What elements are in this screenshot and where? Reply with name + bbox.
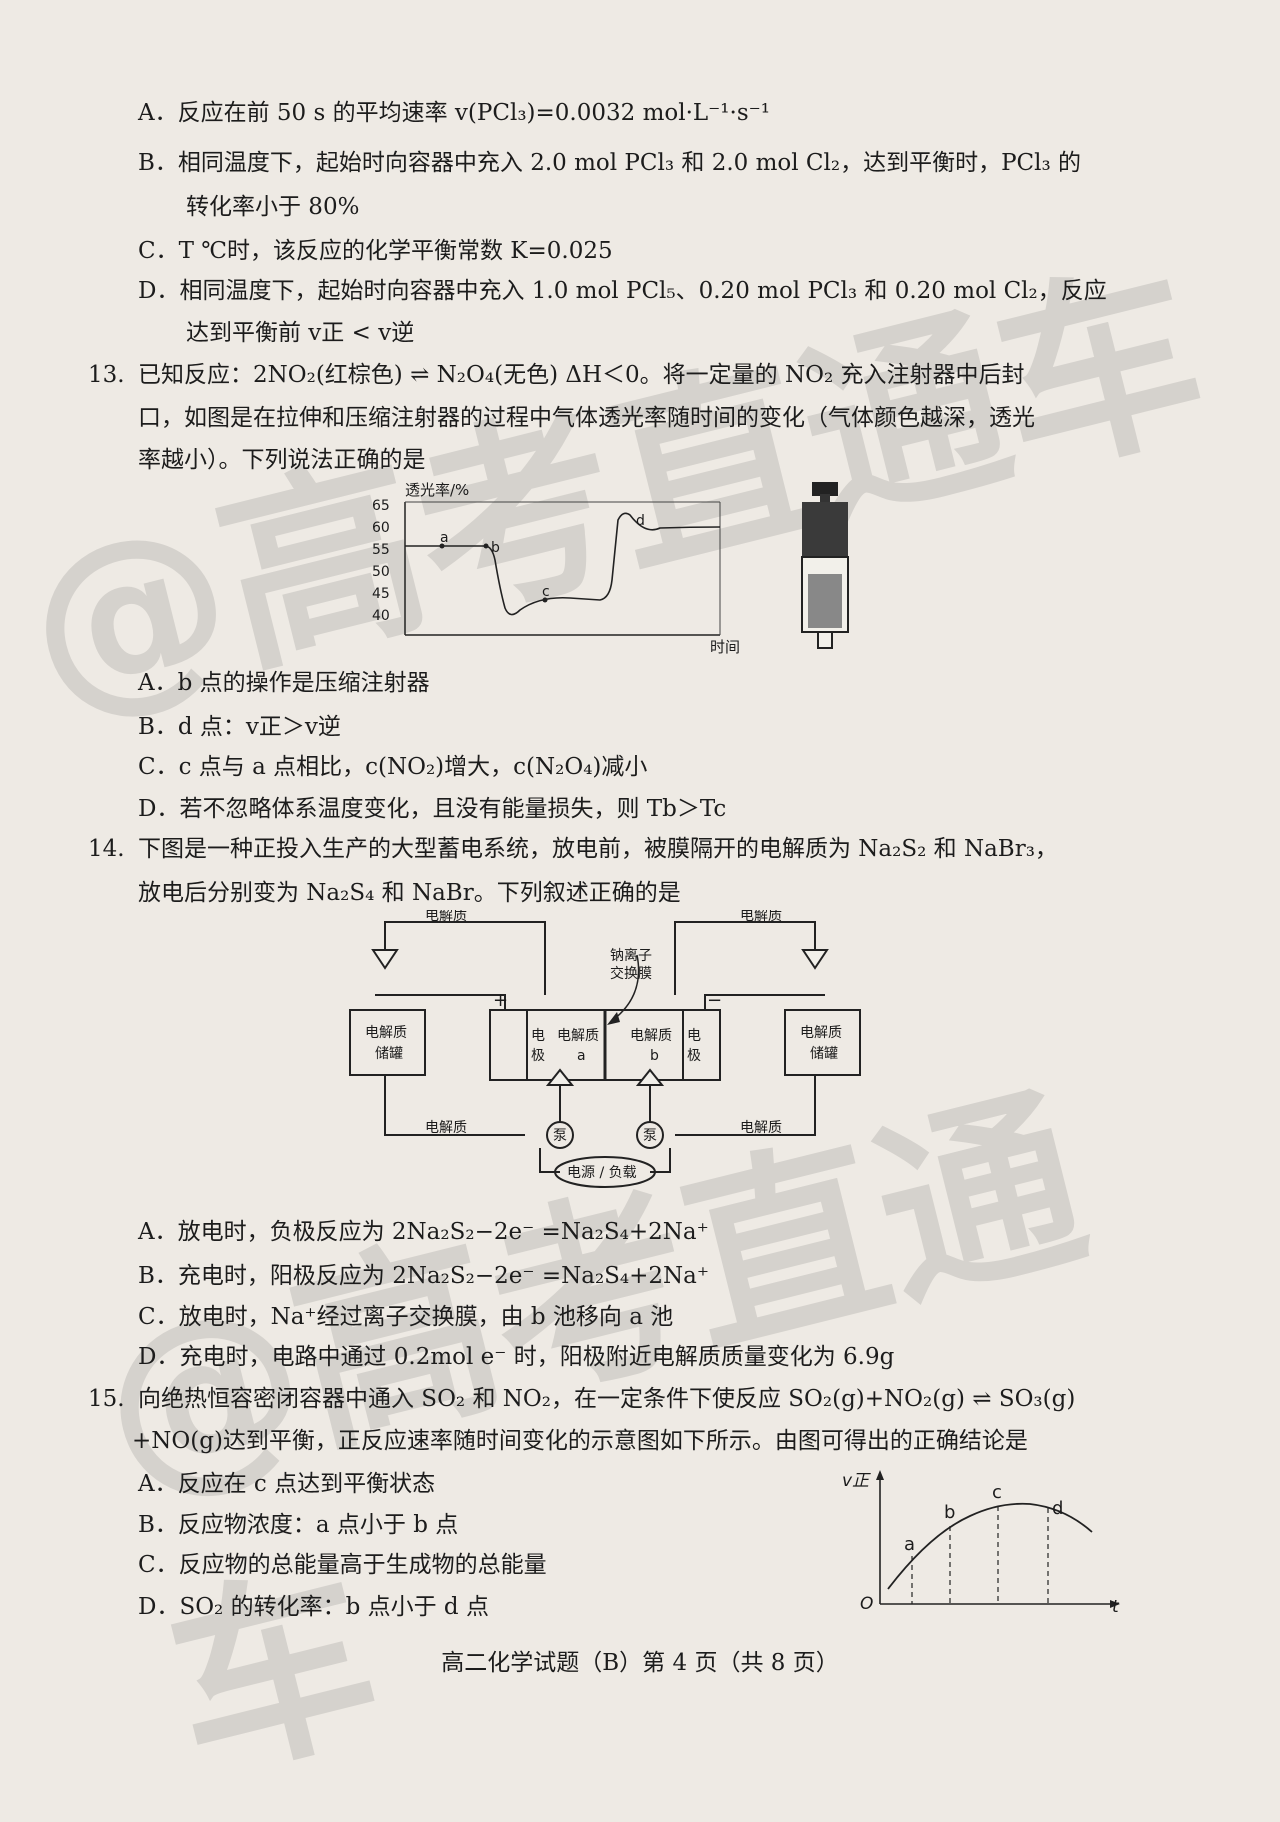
label-a: a <box>440 530 449 546</box>
q15-rate-chart: v正 t O a b c d <box>840 1464 1130 1614</box>
electrode-left: 电 <box>531 1028 545 1044</box>
q15-option-a: A．反应在 c 点达到平衡状态 <box>138 1471 436 1497</box>
q14-stem-2: 放电后分别变为 Na₂S₄ 和 NaBr。下列叙述正确的是 <box>138 880 681 906</box>
point-d: d <box>1052 1498 1063 1519</box>
q14-option-c: C．放电时，Na⁺经过离子交换膜，由 b 池移向 a 池 <box>138 1304 674 1330</box>
syringe-illustration <box>790 482 860 652</box>
q12-option-b-cont: 转化率小于 80% <box>186 194 360 220</box>
cell-b-label: 电解质 <box>630 1028 672 1044</box>
q15-option-b: B．反应物浓度：a 点小于 b 点 <box>138 1512 459 1538</box>
ytick: 50 <box>372 564 390 580</box>
tank-left-label-2: 储罐 <box>375 1046 403 1062</box>
battery-system-diagram: 电解质 电解质 电解质 电解质 钠离子 交换膜 电解质 储罐 电解质 储罐 电 … <box>345 910 895 1200</box>
tank-right-label: 电解质 <box>800 1025 842 1041</box>
q14-option-a: A．放电时，负极反应为 2Na₂S₂−2e⁻ =Na₂S₄+2Na⁺ <box>138 1219 709 1245</box>
electrode-right: 电 <box>687 1028 701 1044</box>
tank-right-label-2: 储罐 <box>810 1046 838 1062</box>
exam-page: @高考直通车 @高考直通车 A．反应在前 50 s 的平均速率 v(PCl₃)=… <box>4 100 1225 1812</box>
ytick: 40 <box>372 608 390 624</box>
electrode-left-2: 极 <box>531 1048 545 1064</box>
ytick: 65 <box>372 498 390 514</box>
point-c: c <box>992 1482 1002 1503</box>
label-c: c <box>542 584 550 600</box>
q13-option-b: B．d 点：v正＞v逆 <box>138 714 341 740</box>
q13-number: 13. <box>88 362 125 388</box>
electrode-right-2: 极 <box>687 1048 701 1064</box>
chart-ylabel: 透光率/% <box>405 481 469 499</box>
page-footer: 高二化学试题（B）第 4 页（共 8 页） <box>441 1650 839 1676</box>
ytick: 55 <box>372 542 390 558</box>
q13-stem-2: 口，如图是在拉伸和压缩注射器的过程中气体透光率随时间的变化（气体颜色越深，透光 <box>138 405 1035 431</box>
point-a <box>439 543 445 549</box>
q15-option-c: C．反应物的总能量高于生成物的总能量 <box>138 1552 547 1578</box>
point-b <box>483 543 489 549</box>
minus-sign: − <box>707 990 722 1011</box>
cell-a-letter: a <box>577 1048 586 1064</box>
q12-option-b: B．相同温度下，起始时向容器中充入 2.0 mol PCl₃ 和 2.0 mol… <box>138 150 1082 176</box>
chart-xlabel: t <box>1112 1597 1120 1614</box>
q12-option-d: D．相同温度下，起始时向容器中充入 1.0 mol PCl₅、0.20 mol … <box>138 278 1107 304</box>
q13-transmittance-chart: 透光率/% 65 60 55 50 45 40 a b c d 时间 <box>360 480 760 655</box>
q15-number: 15. <box>88 1386 125 1412</box>
q13-option-a: A．b 点的操作是压缩注射器 <box>138 670 430 696</box>
q14-option-b: B．充电时，阳极反应为 2Na₂S₂−2e⁻ =Na₂S₄+2Na⁺ <box>138 1263 710 1289</box>
ytick: 45 <box>372 586 390 602</box>
point-a: a <box>904 1534 915 1555</box>
chart-origin: O <box>860 1594 873 1614</box>
label-membrane: 钠离子 <box>610 947 652 964</box>
rate-curve <box>887 1502 1093 1590</box>
label-b: b <box>491 540 500 556</box>
point-c <box>542 597 548 603</box>
q14-stem-1: 下图是一种正投入生产的大型蓄电系统，放电前，被膜隔开的电解质为 Na₂S₂ 和 … <box>138 836 1058 862</box>
chart-ylabel: v正 <box>842 1471 871 1491</box>
q13-option-d: D．若不忽略体系温度变化，且没有能量损失，则 Tb＞Tc <box>138 796 727 822</box>
label-bottom-left: 电解质 <box>425 1120 467 1136</box>
label-membrane-2: 交换膜 <box>610 965 652 982</box>
q15-option-d: D．SO₂ 的转化率：b 点小于 d 点 <box>138 1594 489 1620</box>
pump-left: 泵 <box>553 1128 567 1144</box>
q13-option-c: C．c 点与 a 点相比，c(NO₂)增大，c(N₂O₄)减小 <box>138 754 648 780</box>
q15-stem-2: +NO(g)达到平衡，正反应速率随时间变化的示意图如下所示。由图可得出的正确结论… <box>132 1428 1028 1454</box>
q13-stem-1: 已知反应：2NO₂(红棕色) ⇌ N₂O₄(无色) ΔH＜0。将一定量的 NO₂… <box>138 362 1025 388</box>
label-top-right: 电解质 <box>740 910 782 924</box>
tank-left-label: 电解质 <box>365 1025 407 1041</box>
q14-number: 14. <box>88 836 125 862</box>
label-d: d <box>636 513 645 529</box>
q14-option-d: D．充电时，电路中通过 0.2mol e⁻ 时，阳极附近电解质质量变化为 6.9… <box>138 1344 895 1370</box>
label-top-left: 电解质 <box>425 910 467 924</box>
chart-xlabel: 时间 <box>710 638 740 655</box>
transmittance-curve <box>405 512 721 616</box>
cell-a-label: 电解质 <box>557 1028 599 1044</box>
q13-stem-3: 率越小）。下列说法正确的是 <box>138 447 426 473</box>
q12-option-a: A．反应在前 50 s 的平均速率 v(PCl₃)=0.0032 mol·L⁻¹… <box>138 100 771 126</box>
point-b: b <box>944 1502 955 1523</box>
q12-option-d-cont: 达到平衡前 v正 < v逆 <box>186 320 415 346</box>
label-bottom-right: 电解质 <box>740 1120 782 1136</box>
plus-sign: + <box>493 990 508 1011</box>
pump-right: 泵 <box>643 1128 657 1144</box>
cell-b-letter: b <box>650 1048 659 1064</box>
q15-stem-1: 向绝热恒容密闭容器中通入 SO₂ 和 NO₂，在一定条件下使反应 SO₂(g)+… <box>138 1386 1076 1412</box>
ytick: 60 <box>372 520 390 536</box>
q12-option-c: C．T ℃时，该反应的化学平衡常数 K=0.025 <box>138 238 613 264</box>
power-source-label: 电源 / 负载 <box>567 1165 637 1181</box>
